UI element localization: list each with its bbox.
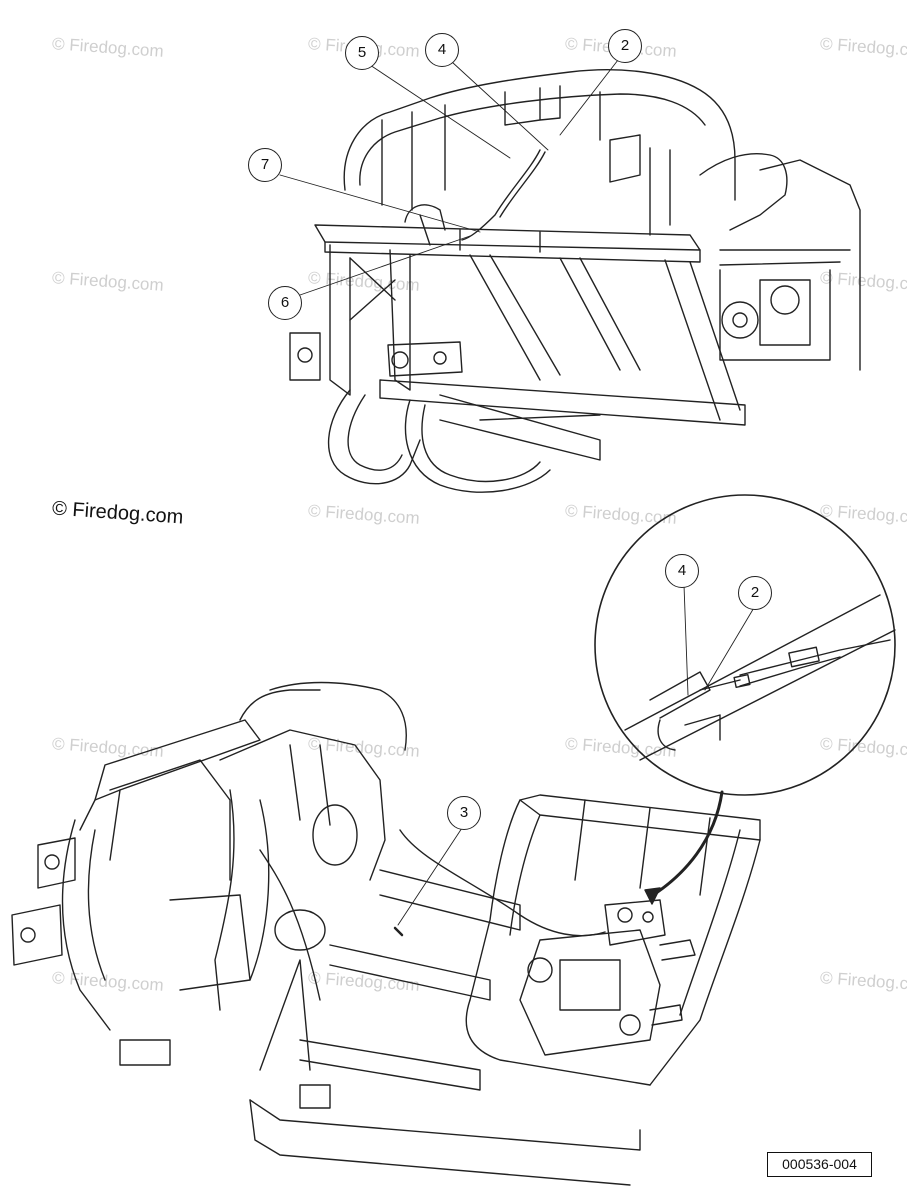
- callout-7: 7: [248, 148, 282, 182]
- callout-detail-4: 4: [665, 554, 699, 588]
- callout-3: 3: [447, 796, 481, 830]
- chassis-assembly: [11, 681, 761, 1186]
- callout-detail-2: 2: [738, 576, 772, 610]
- arrow-head: [644, 887, 661, 905]
- callout-5: 5: [345, 36, 379, 70]
- detail-view-circle: [594, 494, 896, 796]
- callout-4: 4: [425, 33, 459, 67]
- callout-6: 6: [268, 286, 302, 320]
- front-frame-assembly: [289, 69, 861, 493]
- detail-arrow: [648, 790, 724, 899]
- callout-2: 2: [608, 29, 642, 63]
- callout-leaders-top: [279, 59, 619, 296]
- figure-id-label: 000536-004: [767, 1152, 872, 1177]
